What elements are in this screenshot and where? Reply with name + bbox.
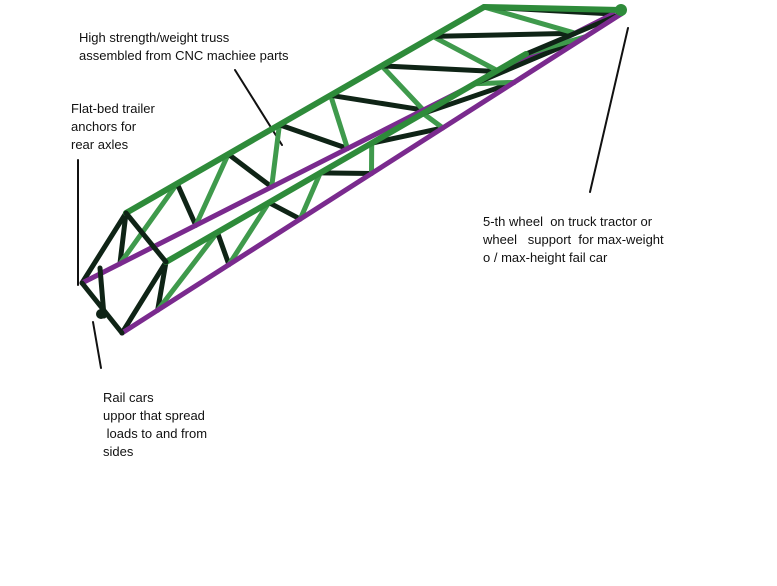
truss-label-line-1: High strength/weight truss	[79, 30, 230, 45]
rear-frame-diagonal-member	[379, 63, 426, 113]
front-frame-bottom-chord	[119, 11, 624, 336]
rear-frame-diagonal-member	[276, 122, 350, 151]
truss-label-line-2: assembled from CNC machiee parts	[79, 48, 289, 63]
hitch-top-chord	[481, 4, 624, 13]
front-frame-diagonal-member	[214, 229, 232, 268]
rear-frame-diagonal-member	[193, 151, 231, 228]
trailer-anchors-label: Flat-bed trailer anchors for rear axles	[71, 100, 155, 154]
rear-frame-diagonal-member	[379, 63, 502, 75]
leader-lines	[77, 27, 629, 369]
rear-truss-frame	[79, 4, 616, 286]
front-frame-diagonal-member	[266, 200, 303, 222]
leader-line	[92, 321, 102, 369]
front-frame-top-chord	[163, 51, 529, 265]
front-frame-diagonal-member	[317, 170, 374, 176]
end-cross-member	[123, 210, 169, 265]
rear-anchor-joint	[96, 309, 106, 319]
front-frame-diagonal-member	[155, 259, 169, 313]
trailer-anchors-label-line-1: Flat-bed trailer	[71, 101, 155, 116]
rail-cars-label-line-4: sides	[103, 444, 134, 459]
end-cross-member	[97, 265, 107, 319]
rear-frame-end-post	[79, 210, 129, 286]
rail-cars-label: Rail cars uppor that spread loads to and…	[103, 389, 207, 461]
rear-frame-diagonal-member	[225, 151, 275, 190]
front-frame-end-post	[523, 11, 624, 57]
rear-frame-diagonal-member	[430, 30, 578, 39]
front-frame-diagonal-member	[226, 200, 272, 268]
leader-line	[234, 69, 283, 146]
fifth-wheel-label-line-1: 5-th wheel on truck tractor or	[483, 214, 653, 229]
fifth-wheel-label: 5-th wheel on truck tractor or wheel sup…	[483, 213, 664, 267]
front-frame-diagonal-member	[420, 110, 446, 131]
rail-cars-label-line-1: Rail cars	[103, 390, 154, 405]
trailer-anchors-label-line-3: rear axles	[71, 137, 129, 152]
leader-line	[589, 27, 629, 193]
rear-frame-diagonal-member	[328, 92, 350, 151]
truss-label: High strength/weight truss assembled fro…	[79, 29, 289, 65]
fifth-wheel-label-line-3: o / max-height fail car	[483, 250, 608, 265]
rear-frame-diagonal-member	[481, 4, 578, 36]
rear-frame-diagonal-member	[117, 181, 180, 267]
fifth-wheel-label-line-2: wheel support for max-weight	[483, 232, 664, 247]
rail-cars-label-line-2: uppor that spread	[103, 408, 205, 423]
rear-frame-diagonal-member	[174, 181, 199, 228]
rail-cars-label-line-3: loads to and from	[103, 426, 208, 441]
rear-frame-top-chord	[123, 4, 487, 216]
front-frame-diagonal-member	[420, 79, 517, 116]
front-frame-diagonal-member	[297, 170, 323, 222]
front-truss-frame	[119, 11, 624, 336]
rear-frame-diagonal-member	[328, 92, 426, 113]
fifth-wheel-hitch-joint	[615, 4, 627, 16]
front-frame-end-post	[119, 259, 169, 336]
rear-frame-diagonal-member	[269, 122, 282, 190]
front-frame-diagonal-member	[369, 125, 446, 146]
trailer-anchors-label-line-2: anchors for	[71, 119, 137, 134]
rear-frame-diagonal-member	[117, 210, 129, 267]
rear-frame-diagonal-member	[430, 33, 502, 75]
rear-frame-bottom-chord	[79, 11, 616, 286]
front-frame-diagonal-member	[155, 229, 220, 313]
truss-joints	[79, 4, 627, 336]
